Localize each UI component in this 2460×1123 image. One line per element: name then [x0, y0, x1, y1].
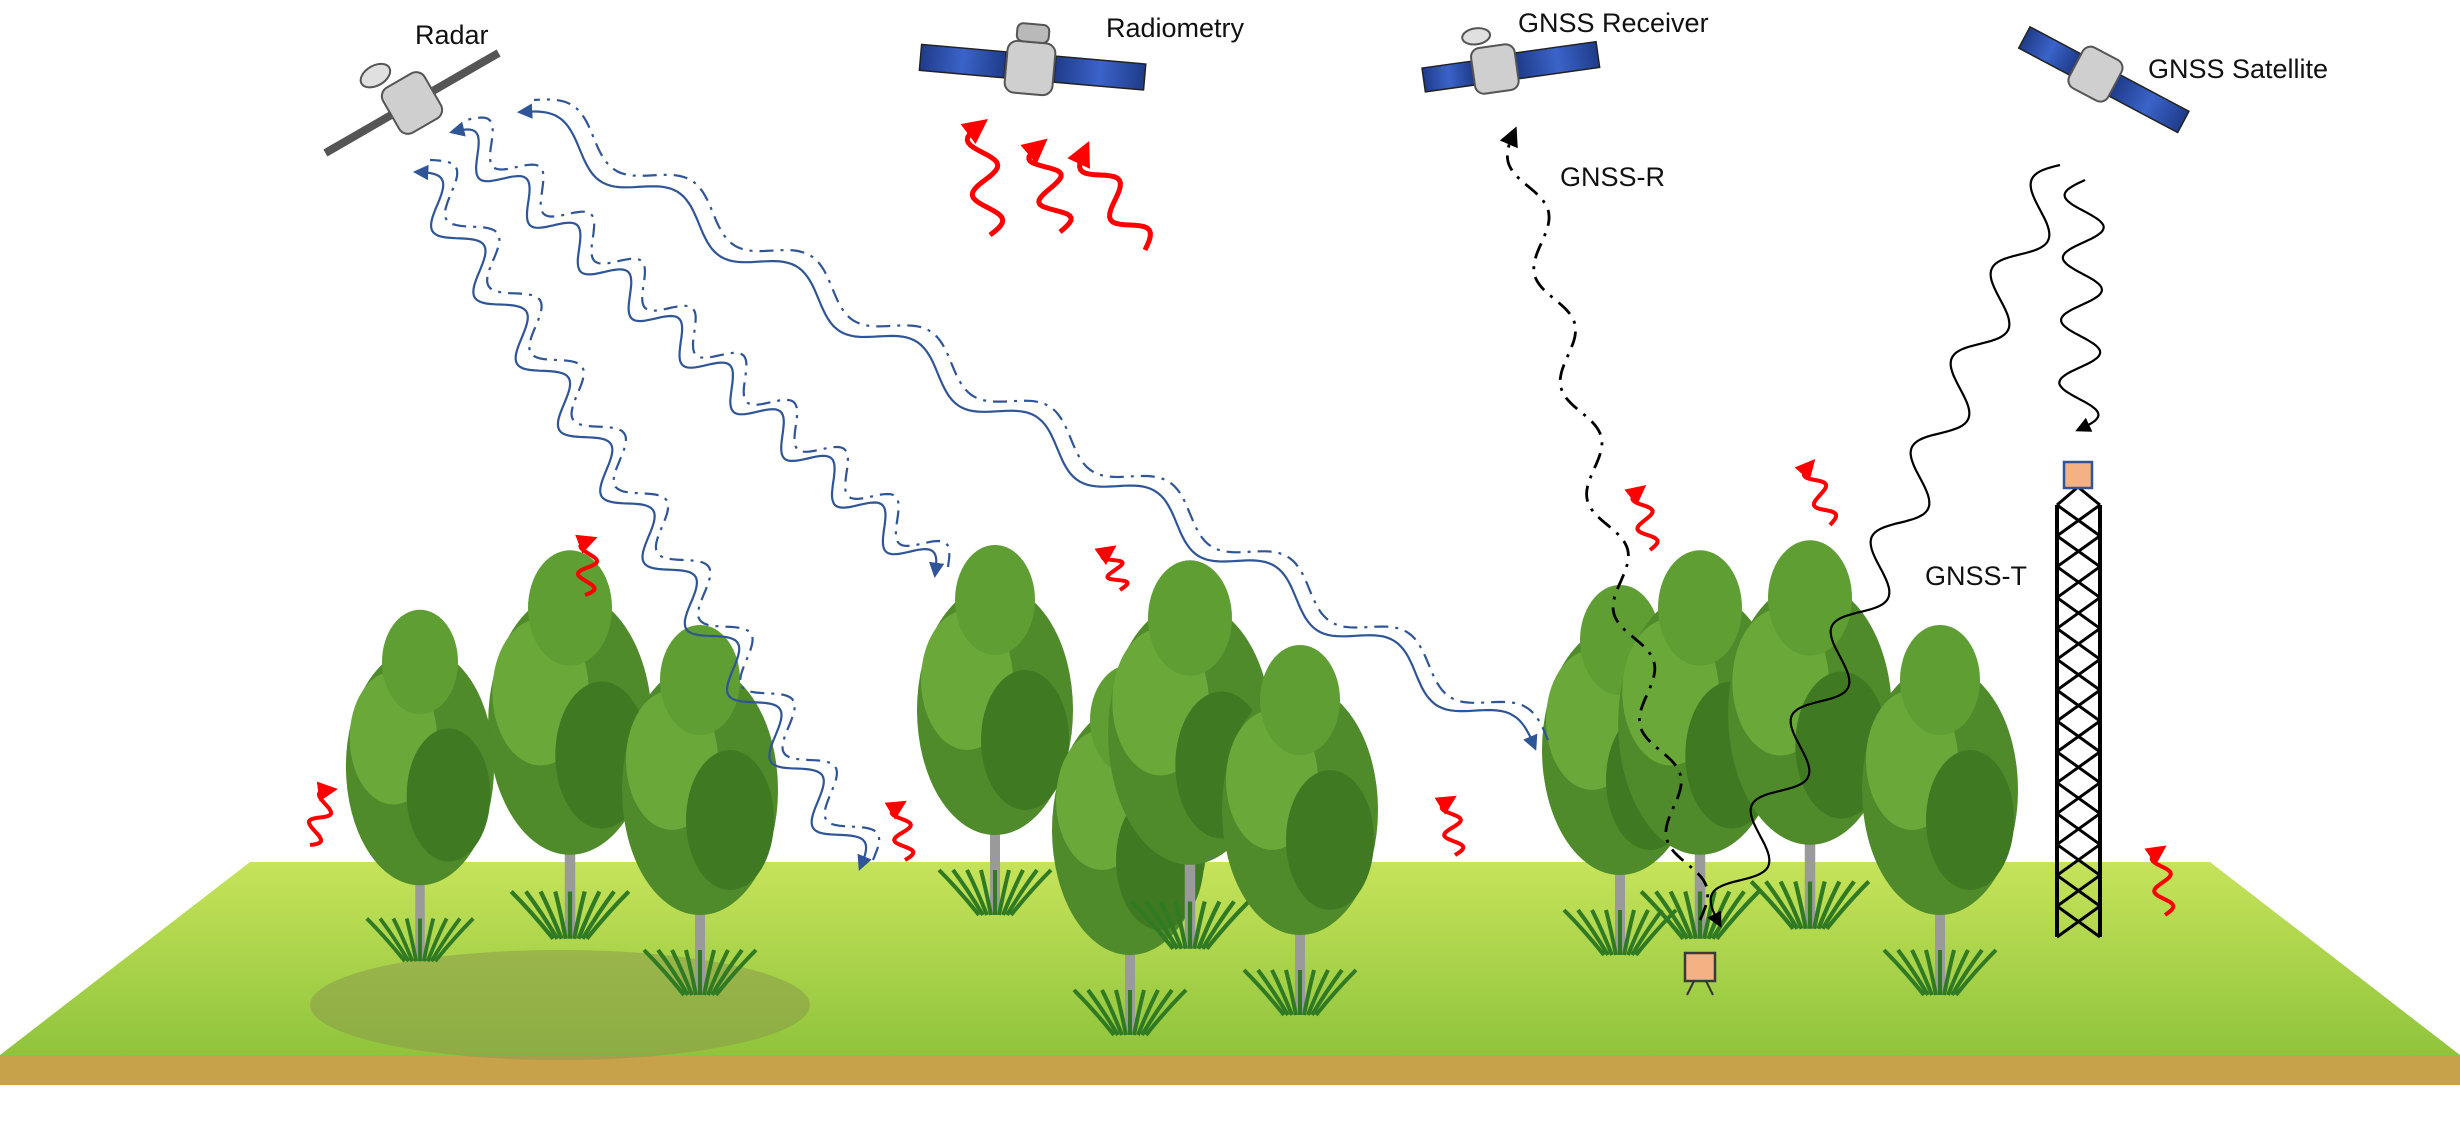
- emission-wave: [1020, 138, 1074, 234]
- radar-satellite-icon: [323, 49, 501, 157]
- gnss-receiver-satellite-icon: [1421, 27, 1601, 95]
- gnss-tower-path: [2058, 179, 2105, 432]
- label-gnss-t: GNSS-T: [1925, 561, 2027, 591]
- gnss-satellite-icon: [2017, 25, 2190, 134]
- emission-wave: [1434, 795, 1466, 857]
- dry-grass-patch: [310, 950, 810, 1060]
- label-gnss-receiver: GNSS Receiver: [1518, 8, 1709, 38]
- radiometry-satellite-icon: [918, 22, 1147, 97]
- gnss-waves: [1499, 126, 2105, 928]
- emission-wave: [1094, 545, 1130, 592]
- label-gnss-r: GNSS-R: [1560, 162, 1665, 192]
- tree-icon: [917, 545, 1073, 917]
- emission-wave: [1067, 140, 1153, 252]
- radar-waves: [412, 98, 1550, 871]
- emission-wave: [1794, 458, 1839, 527]
- label-radiometry: Radiometry: [1106, 13, 1245, 43]
- emission-wave: [2144, 845, 2176, 917]
- ground-sensor-icon: [1683, 951, 1717, 996]
- label-gnss-satellite: GNSS Satellite: [2148, 54, 2328, 84]
- lattice-tower-icon: [2055, 460, 2102, 939]
- label-radar: Radar: [415, 20, 489, 50]
- tree-icon: [1862, 625, 2018, 997]
- emission-wave: [1624, 485, 1660, 552]
- ground-side: [0, 1055, 2460, 1085]
- emission-wave: [884, 800, 916, 862]
- ground-plate: [0, 862, 2460, 1085]
- radar-wave-dashed: [465, 116, 951, 568]
- gnss-r-path: [1499, 126, 1710, 921]
- radar-wave-solid: [516, 103, 1538, 751]
- tower-sensor-icon: [2062, 460, 2094, 490]
- gnss-t-path: [1707, 163, 2061, 928]
- radar-wave-dashed: [533, 98, 1550, 741]
- emission-wave: [307, 781, 338, 847]
- emission-wave: [960, 118, 1006, 237]
